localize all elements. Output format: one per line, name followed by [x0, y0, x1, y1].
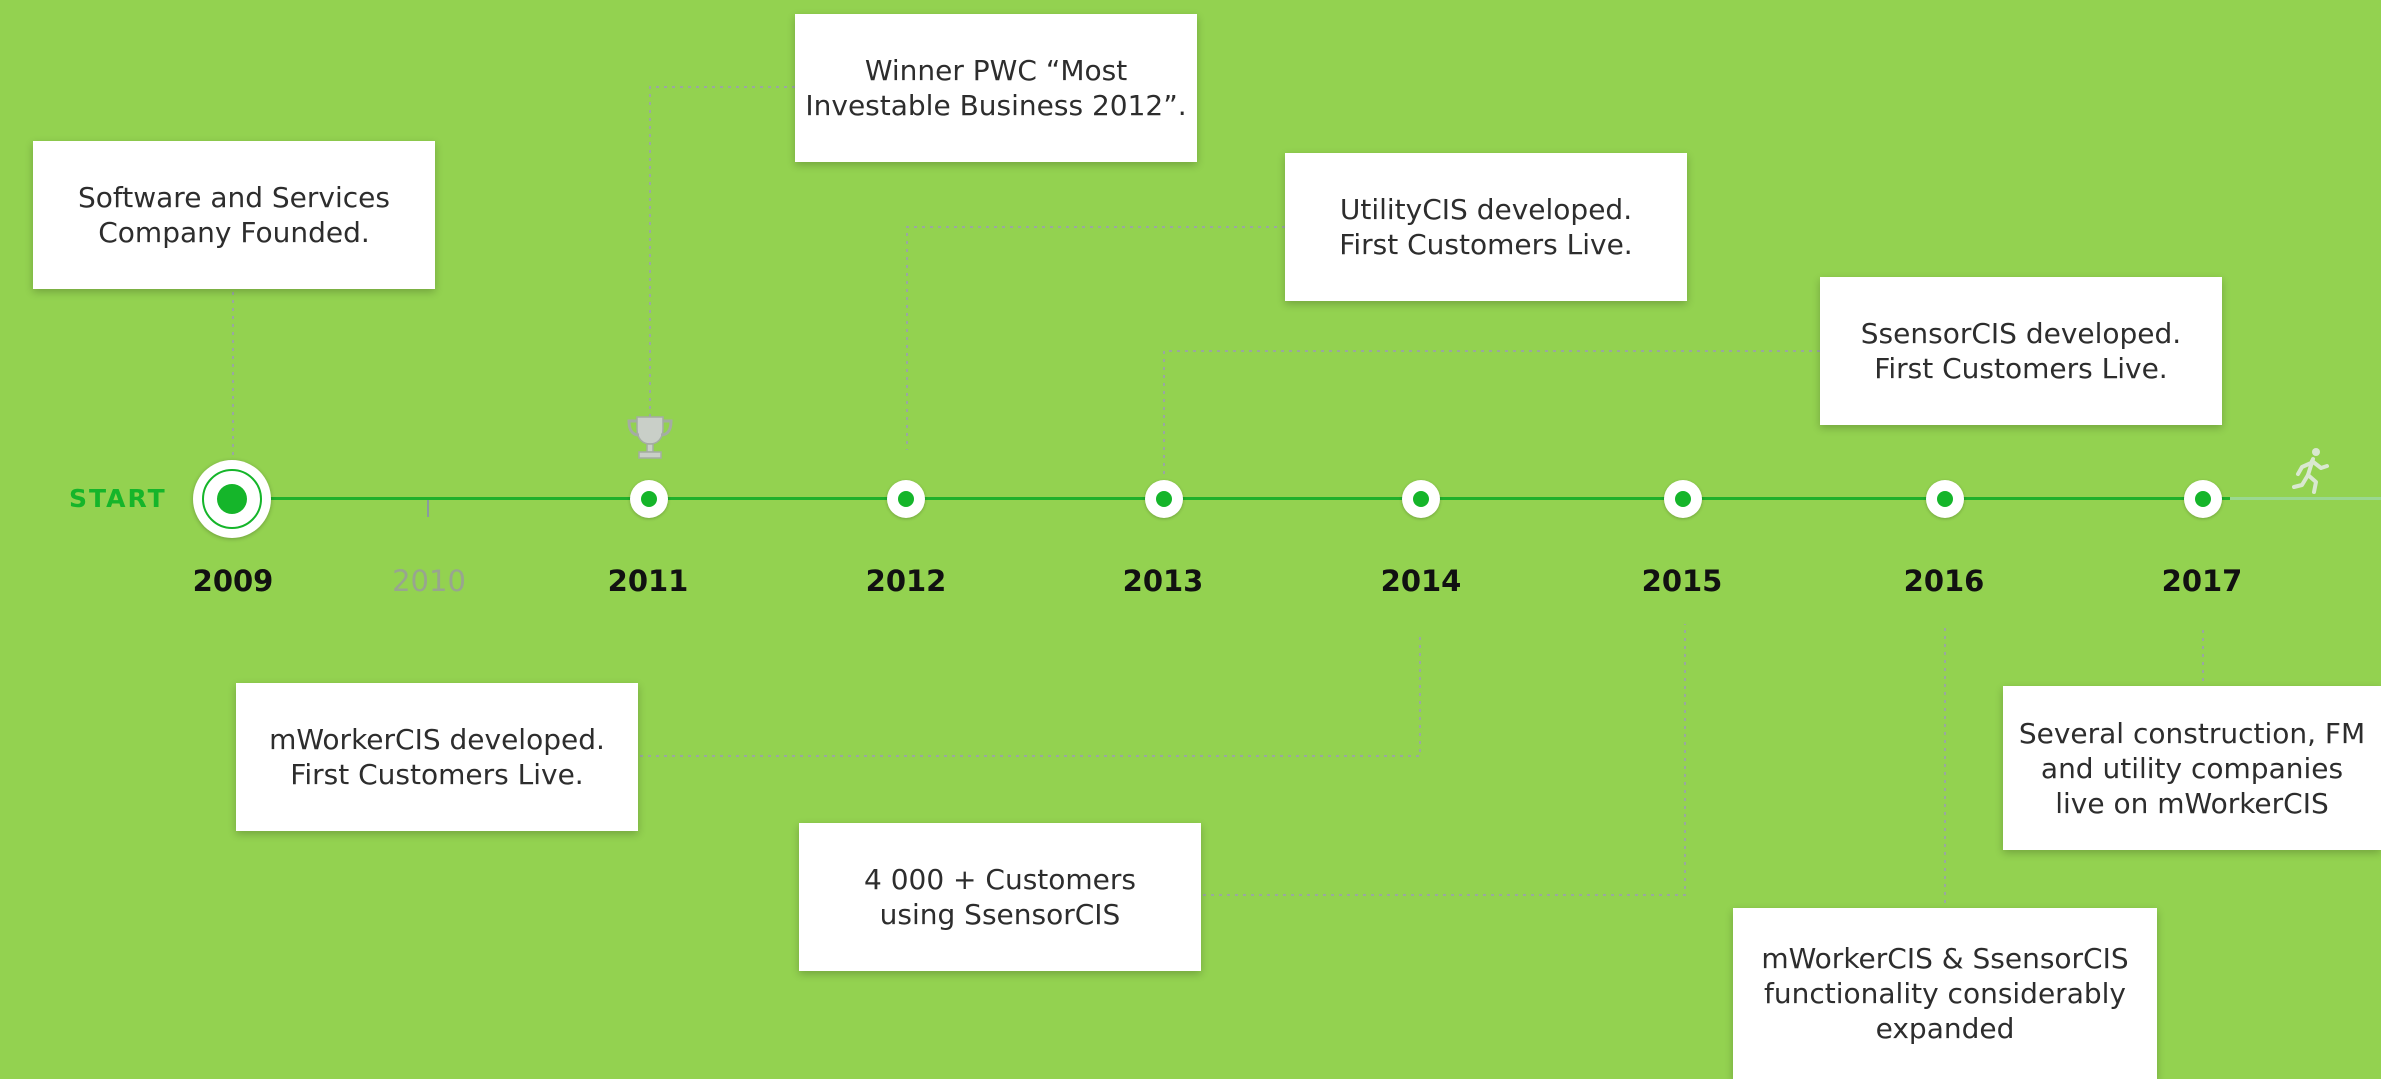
milestone-card-2013: SsensorCIS developed. First Customers Li…: [1820, 277, 2222, 425]
milestone-dot-core: [1675, 491, 1691, 507]
milestone-dot-2015: [1664, 480, 1702, 518]
milestone-card-2009: Software and Services Company Founded.: [33, 141, 435, 289]
milestone-card-2016: mWorkerCIS & SsensorCIS functionality co…: [1733, 908, 2157, 1079]
year-label-2010: 2010: [392, 564, 466, 598]
connector-2015: [1203, 624, 1686, 896]
timeline-future-segment: [2230, 497, 2381, 500]
trophy-icon: [627, 416, 673, 459]
milestone-card-2011: Winner PWC “Most Investable Business 201…: [795, 14, 1197, 162]
milestone-card-2012: UtilityCIS developed. First Customers Li…: [1285, 153, 1687, 301]
milestone-card-2014: mWorkerCIS developed. First Customers Li…: [236, 683, 638, 831]
milestone-dot-core: [1413, 491, 1429, 507]
running-person-icon: [2292, 448, 2329, 494]
milestone-dot-core: [641, 491, 657, 507]
milestone-dot-core: [1156, 491, 1172, 507]
timeline-axis: [232, 497, 2282, 500]
year-label-2009: 2009: [192, 564, 274, 598]
connector-2013: [1163, 350, 1820, 478]
year-label-2013: 2013: [1122, 564, 1204, 598]
year-label-2014: 2014: [1380, 564, 1462, 598]
milestone-dot-2013: [1145, 480, 1183, 518]
milestone-dot-core: [2195, 491, 2211, 507]
milestone-dot-core: [1937, 491, 1953, 507]
year-label-2011: 2011: [607, 564, 689, 598]
year-label-2017: 2017: [2161, 564, 2243, 598]
year-label-2015: 2015: [1641, 564, 1723, 598]
connector-2014: [640, 632, 1421, 757]
milestone-dot-2012: [887, 480, 925, 518]
year-label-2016: 2016: [1903, 564, 1985, 598]
milestone-dot-2017: [2184, 480, 2222, 518]
milestone-dot-2014: [1402, 480, 1440, 518]
start-marker: [193, 460, 271, 538]
connector-2011: [649, 86, 795, 420]
year-label-2012: 2012: [865, 564, 947, 598]
milestone-dot-core: [898, 491, 914, 507]
connector-2012: [906, 226, 1285, 450]
year-tick-2010: [427, 500, 429, 517]
start-label: START: [69, 484, 167, 513]
milestone-dot-2011: [630, 480, 668, 518]
milestone-dot-2016: [1926, 480, 1964, 518]
milestone-card-2017: Several construction, FM and utility com…: [2003, 686, 2381, 850]
start-marker-core: [217, 484, 247, 514]
milestone-card-2015: 4 000 + Customers using SsensorCIS: [799, 823, 1201, 971]
